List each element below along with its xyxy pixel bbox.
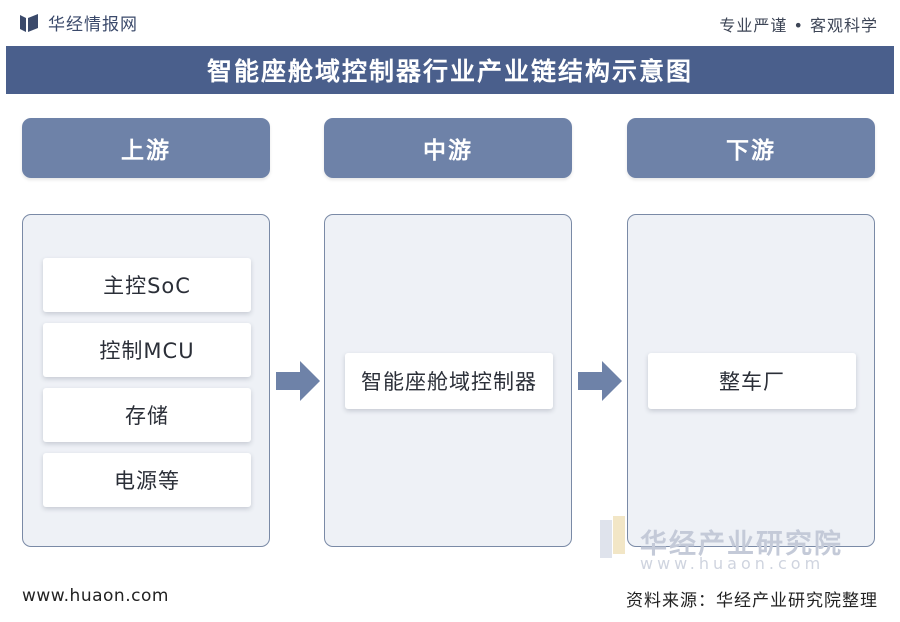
midstream-item-label: 智能座舱域控制器 xyxy=(361,370,537,394)
flow-arrow-icon xyxy=(276,361,320,401)
upstream-item-label: 主控SoC xyxy=(103,274,191,298)
upstream-item: 电源等 xyxy=(43,453,251,507)
upstream-item: 存储 xyxy=(43,388,251,442)
top-bar: 华经情报网 专业严谨 • 客观科学 xyxy=(0,0,900,44)
stage-label-downstream: 下游 xyxy=(726,138,776,164)
stage-header-midstream: 中游 xyxy=(324,118,572,178)
page-title: 智能座舱域控制器行业产业链结构示意图 xyxy=(206,57,693,86)
midstream-item: 智能座舱域控制器 xyxy=(345,353,553,409)
footer-url: www.huaon.com xyxy=(22,586,169,606)
downstream-item: 整车厂 xyxy=(648,353,856,409)
upstream-item-label: 电源等 xyxy=(114,469,180,493)
stage-box-upstream: 主控SoC 控制MCU 存储 电源等 xyxy=(22,214,270,547)
downstream-item-label: 整车厂 xyxy=(719,370,785,394)
stage-header-downstream: 下游 xyxy=(627,118,875,178)
upstream-item: 主控SoC xyxy=(43,258,251,312)
stage-box-downstream: 整车厂 xyxy=(627,214,875,547)
flow-arrow-icon xyxy=(578,361,622,401)
title-band: 智能座舱域控制器行业产业链结构示意图 xyxy=(6,46,894,94)
upstream-item-list: 主控SoC 控制MCU 存储 电源等 xyxy=(43,258,251,518)
brand-name: 华经情报网 xyxy=(48,15,138,35)
upstream-item: 控制MCU xyxy=(43,323,251,377)
footer-source: 资料来源：华经产业研究院整理 xyxy=(626,591,878,611)
stage-box-midstream: 智能座舱域控制器 xyxy=(324,214,572,547)
slogan: 专业严谨 • 客观科学 xyxy=(719,16,878,35)
upstream-item-label: 控制MCU xyxy=(99,339,195,363)
stage-label-upstream: 上游 xyxy=(121,138,171,164)
watermark-url: www.huaon.com xyxy=(640,554,825,573)
stage-label-midstream: 中游 xyxy=(423,138,473,164)
upstream-item-label: 存储 xyxy=(125,404,169,428)
brand: 华经情报网 xyxy=(18,10,138,35)
brand-logo-icon xyxy=(20,13,38,32)
stage-header-upstream: 上游 xyxy=(22,118,270,178)
watermark-logo-icon xyxy=(600,516,625,558)
